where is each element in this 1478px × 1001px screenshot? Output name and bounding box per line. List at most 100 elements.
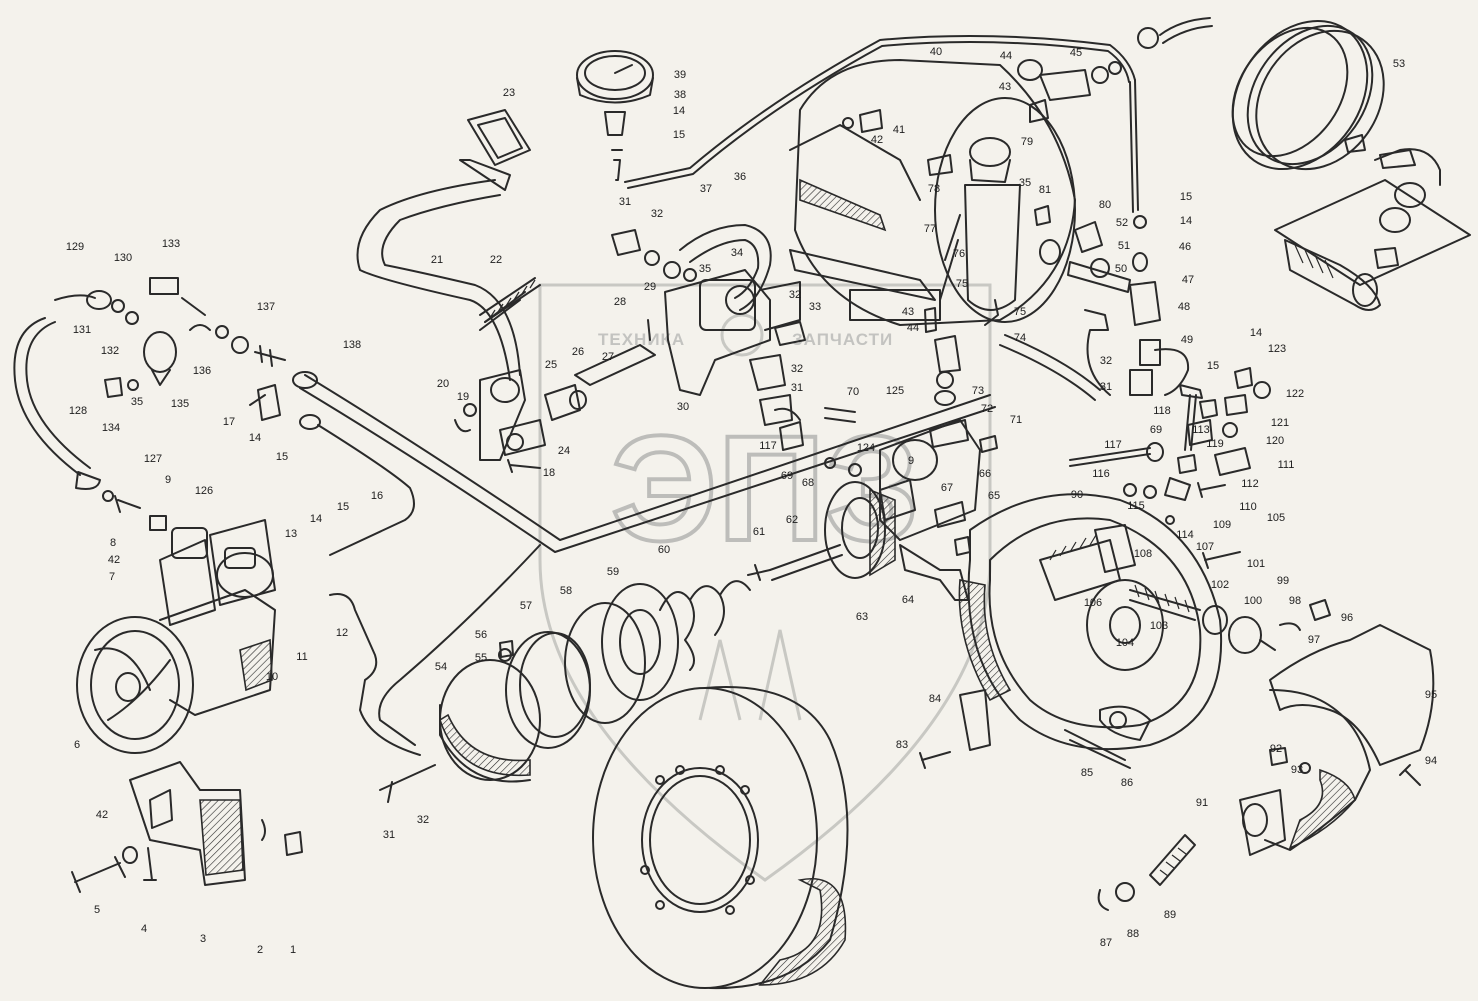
callout-label-86: 86	[1121, 777, 1133, 789]
watermark-left-text: ТЕХНИКА	[598, 330, 685, 349]
callout-label-42: 42	[871, 134, 883, 146]
bracket-plate-84	[919, 689, 991, 769]
callout-label-114: 114	[1176, 529, 1194, 541]
callout-label-93: 93	[1291, 764, 1303, 776]
callout-label-125: 125	[886, 385, 904, 397]
callout-label-136: 136	[193, 365, 211, 377]
callout-label-97: 97	[1308, 634, 1320, 646]
callout-label-95: 95	[1425, 689, 1437, 701]
callout-label-13: 13	[285, 528, 297, 540]
brake-pipe-lower	[329, 544, 541, 803]
callout-label-122: 122	[1286, 388, 1304, 400]
callout-label-89: 89	[1164, 909, 1176, 921]
callout-label-15: 15	[673, 129, 685, 141]
callout-label-14: 14	[1180, 215, 1192, 227]
air-compressor	[76, 519, 276, 754]
callout-label-50: 50	[1115, 263, 1127, 275]
callout-label-75: 75	[956, 278, 968, 290]
callout-label-31: 31	[383, 829, 395, 841]
callout-label-87: 87	[1100, 937, 1112, 949]
callout-label-123: 123	[1268, 343, 1286, 355]
long-pipe	[292, 371, 996, 556]
brake-drum	[592, 686, 849, 990]
callout-label-34: 34	[731, 247, 743, 259]
callout-label-128: 128	[69, 405, 87, 417]
callout-label-129: 129	[66, 241, 84, 253]
callout-label-99: 99	[1277, 575, 1289, 587]
callout-label-3: 3	[200, 933, 206, 945]
callout-label-30: 30	[677, 401, 689, 413]
callout-label-28: 28	[614, 296, 626, 308]
callout-label-66: 66	[979, 468, 991, 480]
callout-label-62: 62	[786, 514, 798, 526]
callout-label-21: 21	[431, 254, 443, 266]
callout-label-57: 57	[520, 600, 532, 612]
callout-label-48: 48	[1178, 301, 1190, 313]
callout-label-37: 37	[700, 183, 712, 195]
callout-label-11: 11	[296, 651, 307, 663]
callout-label-58: 58	[560, 585, 572, 597]
callout-label-74: 74	[1014, 332, 1026, 344]
callout-label-52: 52	[1116, 217, 1128, 229]
mounting-bolts	[71, 819, 303, 893]
callout-label-63: 63	[856, 611, 868, 623]
callout-label-81: 81	[1039, 184, 1051, 196]
callout-label-17: 17	[223, 416, 235, 428]
callout-label-107: 107	[1196, 541, 1214, 553]
callout-label-43: 43	[902, 306, 914, 318]
callout-label-104: 104	[1116, 637, 1134, 649]
callout-label-20: 20	[437, 378, 449, 390]
callout-label-32: 32	[417, 814, 429, 826]
callout-label-31: 31	[791, 382, 803, 394]
air-receiver	[789, 59, 1076, 326]
callout-label-71: 71	[1010, 414, 1022, 426]
moisture-separator	[927, 137, 1021, 326]
callout-label-61: 61	[753, 526, 765, 538]
callout-label-103: 103	[1150, 620, 1168, 632]
brake-shoe	[1239, 624, 1435, 856]
callout-label-83: 83	[896, 739, 908, 751]
callout-label-32: 32	[1100, 355, 1112, 367]
callout-label-67: 67	[941, 482, 953, 494]
callout-label-112: 112	[1241, 478, 1259, 490]
brake-backing-plate	[958, 493, 1223, 769]
callout-label-53: 53	[1393, 58, 1405, 70]
callout-label-23: 23	[503, 87, 515, 99]
callout-label-56: 56	[475, 629, 487, 641]
callout-label-54: 54	[435, 661, 447, 673]
camshaft-parts	[1129, 551, 1331, 654]
callout-label-19: 19	[457, 391, 469, 403]
callout-label-73: 73	[972, 385, 984, 397]
callout-label-39: 39	[674, 69, 686, 81]
callout-label-35: 35	[699, 263, 711, 275]
callout-label-36: 36	[734, 171, 746, 183]
compressor-bracket	[129, 761, 246, 886]
callout-label-127: 127	[144, 453, 162, 465]
callout-label-43: 43	[999, 81, 1011, 93]
callout-label-51: 51	[1118, 240, 1130, 252]
inflation-coupling-inset	[1274, 148, 1471, 311]
drain-valve-top	[1017, 59, 1122, 123]
callout-label-32: 32	[651, 208, 663, 220]
callout-label-117: 117	[1104, 439, 1122, 451]
callout-label-60: 60	[658, 544, 670, 556]
callout-label-42: 42	[108, 554, 120, 566]
valve-fittings	[774, 407, 862, 477]
callout-label-135: 135	[171, 398, 189, 410]
callout-label-7: 7	[109, 571, 115, 583]
callout-label-85: 85	[1081, 767, 1093, 779]
callout-label-1: 1	[290, 944, 296, 956]
hose-36	[611, 224, 806, 426]
callout-label-109: 109	[1213, 519, 1231, 531]
callout-label-69: 69	[781, 470, 793, 482]
callout-label-6: 6	[74, 739, 80, 751]
callout-label-80: 80	[1099, 199, 1111, 211]
brake-chamber	[439, 481, 896, 783]
callout-label-124: 124	[857, 442, 875, 454]
watermark-right-text: ЗАПЧАСТИ	[792, 330, 893, 349]
callout-label-119: 119	[1206, 438, 1224, 450]
callout-label-33: 33	[809, 301, 821, 313]
coiled-hose	[1137, 17, 1385, 171]
callout-label-4: 4	[141, 923, 147, 935]
